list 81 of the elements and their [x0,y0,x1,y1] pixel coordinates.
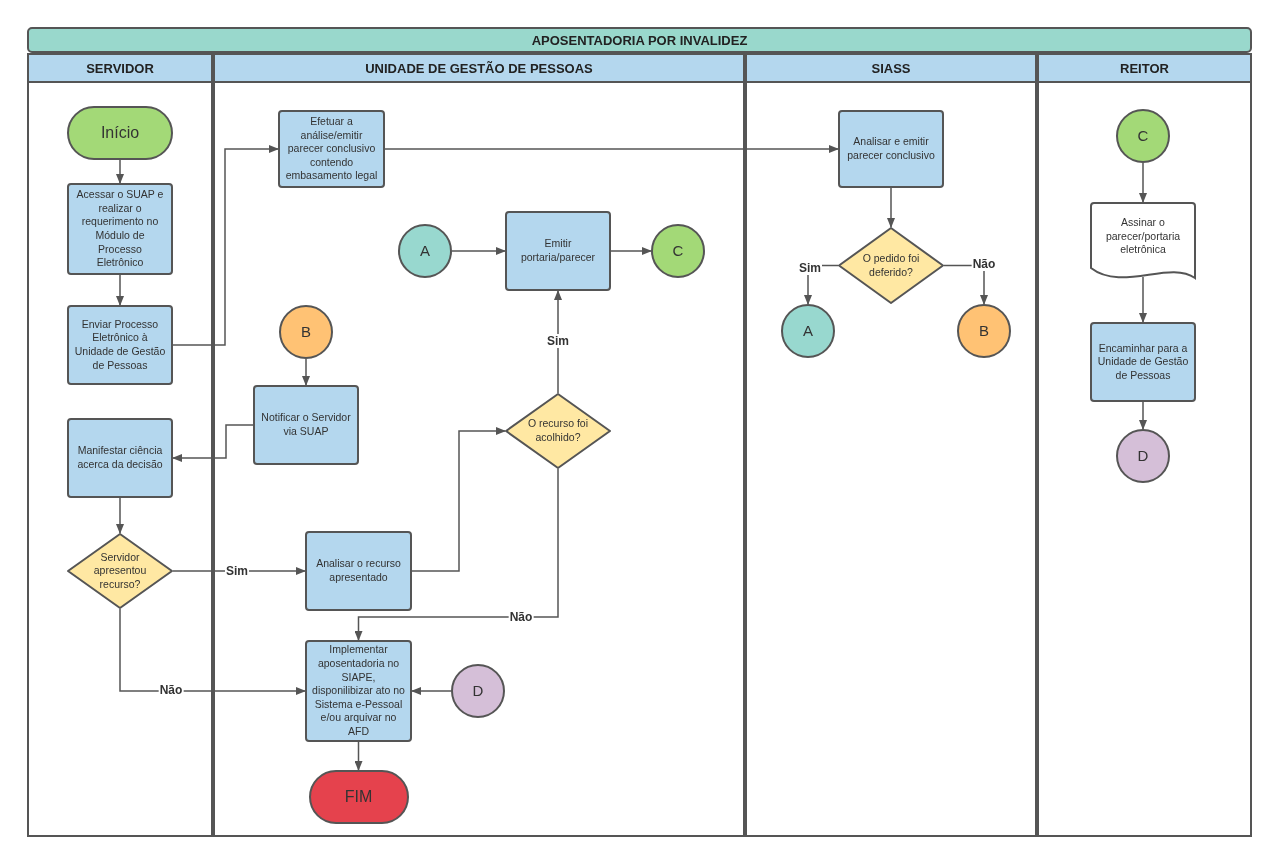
arrow [302,358,310,386]
node-label: FIM [343,786,374,807]
connector-circle [957,304,1011,358]
step-text: Servidor apresentou recurso? [92,550,148,592]
connector-circle [279,305,333,359]
arrow [116,274,124,306]
arrow [354,741,363,771]
node-label: A [419,241,431,261]
step-text: Manifestar ciência acerca da decisão [76,444,164,472]
swimlane [213,53,745,837]
connector-circle [398,224,452,278]
node-label: C [1136,126,1150,146]
lane-header: UNIDADE DE GESTÃO DE PESSOAS [215,55,743,83]
connector-circle [1116,429,1170,483]
swimlane [1037,53,1252,837]
edge-label: Sim [546,334,570,348]
step-text: Analisar o recurso apresentado [315,557,402,585]
arrow [116,497,124,534]
decision-diamond [838,227,944,304]
process-box [305,531,412,611]
lane-header: SIASS [747,55,1035,83]
step-text: Assinar o parecer/portaria eletrônica [1104,215,1182,257]
step-text: Enviar Processo Eletrônico à Unidade de Gestão de Pessoas [73,317,167,373]
arrow [610,247,652,255]
process-box [253,385,359,465]
arrow [119,608,306,695]
edge-label: Sim [798,261,822,275]
swimlane [27,53,213,837]
lane-header: REITOR [1039,55,1250,83]
arrow [1139,276,1147,323]
process-box [278,110,385,188]
swimlane [745,53,1037,837]
arrow [411,427,506,572]
node-label: Início [99,122,141,143]
process-box [505,211,611,291]
terminal-pill [308,770,409,824]
connector-circle [1116,109,1170,163]
node-label: B [300,322,312,342]
connector-circle [781,304,835,358]
step-text: Notificar o Servidor via SUAP [260,411,352,439]
arrow [887,187,895,228]
arrow [354,468,559,641]
step-text: Implementar aposentadoria no SIAPE, disponilibizar ato no Sistema e-Pessoal e/ou arquivar no AFD [311,643,406,739]
arrow [411,687,452,695]
step-text: Analisar e emitir parecer conclusivo [846,135,936,163]
process-box [1090,322,1196,402]
terminal-pill [67,106,173,160]
decision-diamond [67,533,173,609]
step-text: O pedido foi deferido? [861,251,921,280]
connector-circle [451,664,505,718]
step-text: Encaminhar para a Unidade de Gestão de Pessoas [1096,341,1190,383]
lane-header: SERVIDOR [29,55,211,83]
step-text: Acessar o SUAP e realizar o requerimento no Módulo de Processo Eletrônico [75,188,165,270]
arrow [1139,162,1147,203]
arrow [384,145,839,153]
arrow [451,247,506,255]
arrow [1139,401,1147,430]
arrow [172,145,279,346]
edge-label: Não [508,610,534,624]
step-text: O recurso foi acolhido? [526,417,590,445]
arrow [116,159,124,184]
arrow [172,567,306,575]
node-label: A [802,321,814,341]
process-box [67,305,173,385]
edge-label: Não [971,257,997,271]
process-box [67,183,173,275]
process-box [305,640,412,742]
node-label: B [978,321,990,341]
edge-label: Sim [225,564,249,578]
node-label: D [1136,446,1150,466]
step-text: Efetuar a análise/emitir parecer conclusivo contendo embasamento legal [284,114,379,184]
arrow [172,424,254,462]
process-box [67,418,173,498]
edge-label: Não [158,683,184,697]
decision-diamond [505,393,611,469]
process-box [838,110,944,188]
step-text: Emitir portaria/parecer [519,237,597,265]
node-label: D [471,681,485,701]
node-label: C [671,241,685,261]
title-bar: APOSENTADORIA POR INVALIDEZ [27,27,1252,53]
connector-circle [651,224,705,278]
